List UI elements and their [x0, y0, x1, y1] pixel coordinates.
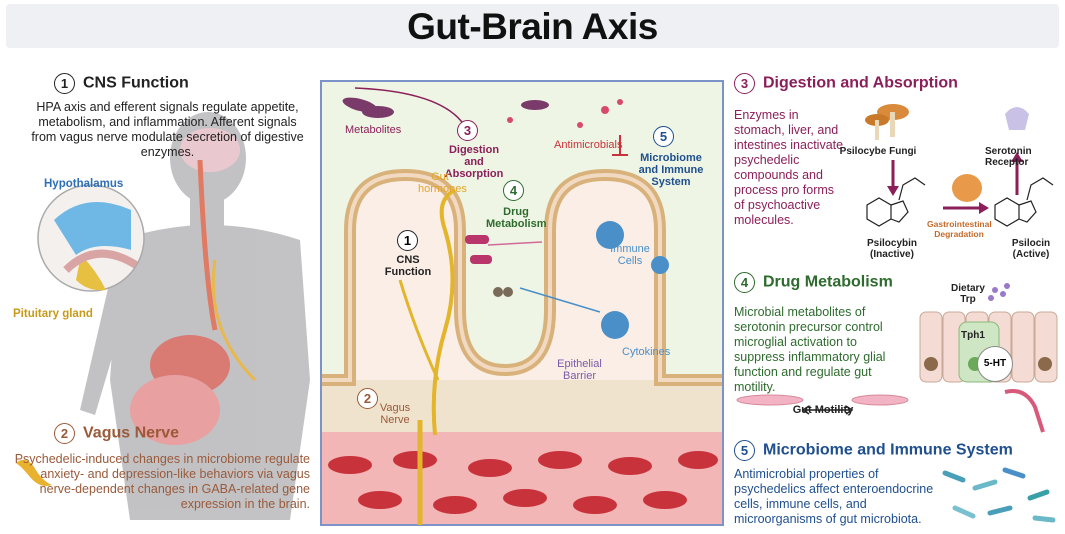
- microbiome-immune-label: Microbiome and Immune System: [638, 152, 704, 188]
- psilocybe-fungi-label: Psilocybe Fungi: [839, 146, 917, 157]
- metabolites-label: Metabolites: [345, 124, 402, 136]
- cns-function-text: HPA axis and efferent signals regulate a…: [31, 100, 304, 159]
- pituitary-label: Pituitary gland: [13, 308, 93, 320]
- tph1-label: Tph1: [961, 330, 985, 341]
- drug-badge: 4: [503, 180, 524, 201]
- psilocin-label: Psilocin (Active): [1011, 238, 1051, 260]
- section-number-4: 4: [503, 180, 524, 201]
- section-number-5-right: 5: [734, 440, 755, 461]
- antimicrobials-label: Antimicrobials: [554, 139, 623, 151]
- gi-degradation-label: Gastrointestinal Degradation: [927, 219, 992, 239]
- section-number-3-right: 3: [734, 73, 755, 94]
- drug-metabolism-title: Drug Metabolism: [763, 273, 893, 291]
- microbiome-title: Microbiome and Immune System: [763, 441, 1013, 459]
- serotonin-receptor-label: Serotonin Receptor: [985, 146, 1032, 168]
- microbiome-heading: 5 Microbiome and Immune System: [734, 440, 1013, 461]
- page-title: Gut-Brain Axis: [407, 6, 658, 47]
- digestion-absorption-label: Digestion and Absorption: [444, 144, 504, 180]
- drug-metabolism-text: Microbial metabolites of serotonin precu…: [734, 305, 886, 394]
- vagus-badge: 2: [357, 388, 378, 409]
- title-banner: [6, 4, 1059, 48]
- gut-hormones-label: Gut hormones: [418, 171, 467, 195]
- human-silhouette-illustration: [80, 112, 310, 520]
- cns-function-label: CNS Function: [384, 254, 432, 278]
- digestion-text: Enzymes in stomach, liver, and intestine…: [734, 108, 844, 227]
- drug-metabolism-heading: 4 Drug Metabolism: [734, 272, 893, 293]
- immune-cells-label: Immune Cells: [610, 243, 650, 267]
- section-number-1-center: 1: [397, 230, 418, 251]
- psilocybin-label: Psilocybin (Inactive): [866, 238, 917, 260]
- digestion-heading: 3 Digestion and Absorption: [734, 73, 958, 94]
- microbiome-badge: 5: [653, 126, 674, 147]
- dietary-trp-label: Dietary Trp: [951, 283, 985, 305]
- section-number-2-center: 2: [357, 388, 378, 409]
- 5ht-label: 5-HT: [977, 346, 1013, 382]
- microbiota-illustration: [942, 467, 1056, 523]
- microbiome-text: Antimicrobial properties of psychedelics…: [734, 467, 934, 526]
- brain-inset-illustration: [37, 184, 145, 292]
- vagus-nerve-text: Psychedelic-induced changes in microbiom…: [14, 452, 310, 511]
- section-number-1: 1: [54, 73, 75, 94]
- digestion-badge: 3: [457, 120, 478, 141]
- section-number-3: 3: [457, 120, 478, 141]
- cns-badge: 1: [397, 230, 418, 251]
- cns-function-heading: 1 CNS Function: [54, 73, 189, 94]
- drug-metabolism-label: Drug Metabolism: [486, 206, 547, 230]
- section-number-2: 2: [54, 423, 75, 444]
- gut-cross-section-illustration: [320, 80, 724, 526]
- epithelial-barrier-label: Epithelial Barrier: [557, 358, 602, 382]
- vagus-nerve-label: Vagus Nerve: [379, 402, 411, 426]
- digestion-title: Digestion and Absorption: [763, 74, 958, 92]
- gut-motility-label: Gut Motility: [792, 404, 854, 416]
- section-number-5: 5: [653, 126, 674, 147]
- vagus-nerve-heading: 2 Vagus Nerve: [54, 423, 179, 444]
- psilocybin-metabolism-illustration: [865, 104, 1054, 227]
- cytokines-label: Cytokines: [622, 346, 671, 358]
- cns-function-title: CNS Function: [83, 74, 189, 92]
- vagus-nerve-icon: [16, 459, 52, 486]
- vagus-nerve-title: Vagus Nerve: [83, 424, 180, 442]
- hypothalamus-label: Hypothalamus: [44, 178, 124, 190]
- gut-motility-cells-illustration: [736, 394, 909, 415]
- section-number-4-right: 4: [734, 272, 755, 293]
